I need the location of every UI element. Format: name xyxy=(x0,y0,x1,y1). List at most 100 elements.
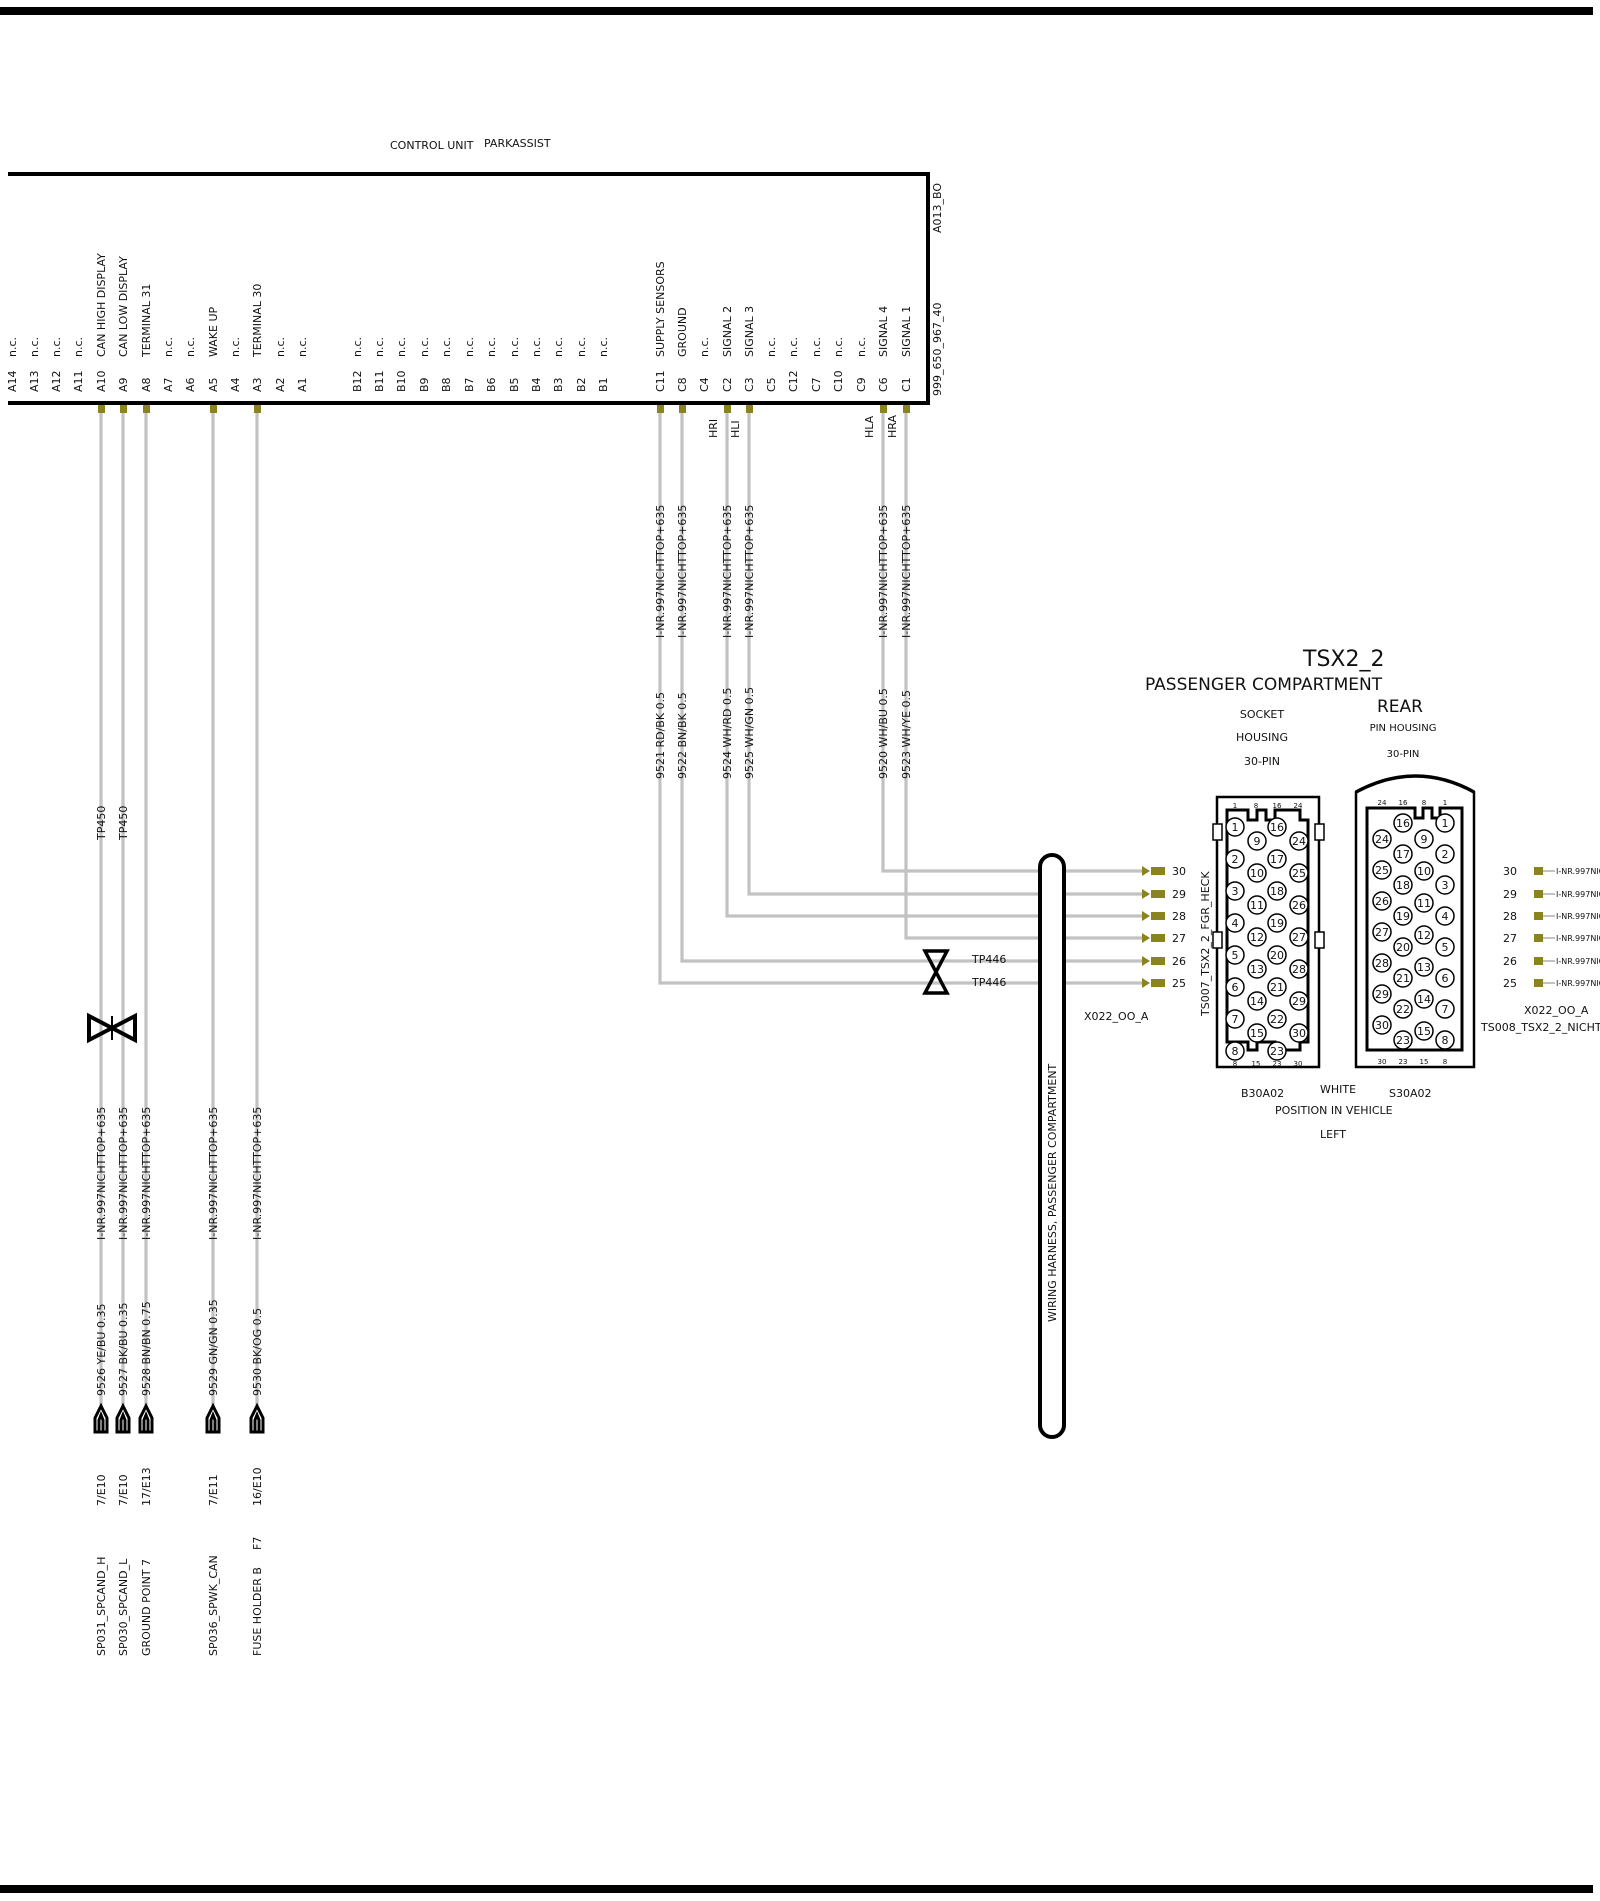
left-wire-ref: 7/E11 xyxy=(207,1474,220,1506)
left-wire-dest: SP031_SPCAND_H xyxy=(95,1557,108,1656)
housing-pin-circle xyxy=(1393,937,1413,957)
pin-pad xyxy=(1151,957,1165,965)
connector-pos: LEFT xyxy=(1320,1128,1346,1141)
connector-pin-number-right: 26 xyxy=(1503,955,1517,968)
housing-top-number: 24 xyxy=(1378,799,1387,807)
left-wire-name: 9530 BK/OG 0.5 xyxy=(251,1308,264,1396)
right-wire-name: 9520 WH/BU 0.5 xyxy=(877,688,890,779)
socket-pin-number: 18 xyxy=(1270,885,1284,898)
pin-code: B7 xyxy=(463,377,476,392)
pin-function: n.c. xyxy=(440,337,453,357)
pin-code: C11 xyxy=(654,370,667,392)
pin-code: C5 xyxy=(765,377,778,392)
pin-function: SIGNAL 2 xyxy=(721,306,734,357)
housing-pin-number: 3 xyxy=(1442,879,1449,892)
housing-pin-number: 27 xyxy=(1375,926,1389,939)
ecu-box xyxy=(8,172,930,405)
pin-code: A5 xyxy=(207,377,220,392)
housing-pin-number: 25 xyxy=(1375,864,1389,877)
right-wire-inr: I-NR.997NICHTTOP+635 xyxy=(676,505,689,638)
right-wire-name: 9523 WH/YE 0.5 xyxy=(900,690,913,779)
socket-pin-number: 16 xyxy=(1270,821,1284,834)
tp446-label: TP446 xyxy=(971,976,1006,989)
pin-pad xyxy=(210,405,217,413)
pin-code: C6 xyxy=(877,377,890,392)
right-wire-line xyxy=(725,413,1148,918)
connector-right-inr: I-NR.997NICHT xyxy=(1556,979,1600,988)
pin-code: B6 xyxy=(485,377,498,392)
pin-code: A14 xyxy=(6,370,19,392)
housing-pin-circle xyxy=(1372,1015,1392,1035)
socket-pin-circle xyxy=(1267,1041,1287,1061)
housing-pin-number: 22 xyxy=(1396,1003,1410,1016)
housing-pin-circle xyxy=(1414,861,1434,881)
pin-code: B2 xyxy=(575,377,588,392)
harness-bar xyxy=(1038,853,1066,1439)
socket-pin-circle xyxy=(1289,927,1309,947)
pin-function: SIGNAL 4 xyxy=(877,306,890,357)
pin-pad xyxy=(1151,890,1165,898)
ecu-partno: 999_650_967_40 xyxy=(931,303,944,396)
pin-code: A4 xyxy=(229,377,242,392)
pin-function: n.c. xyxy=(787,337,800,357)
pin-arrow-icon xyxy=(1142,978,1150,988)
left-wire-dest: FUSE HOLDER B xyxy=(251,1567,264,1656)
pin-code: B9 xyxy=(418,377,431,392)
housing-pin-number: 23 xyxy=(1396,1034,1410,1047)
socket-pin-number: 19 xyxy=(1270,917,1284,930)
housing-pin-circle xyxy=(1435,844,1455,864)
terminal-icon xyxy=(249,1402,265,1434)
housing-pin-circle xyxy=(1414,893,1434,913)
socket-pin-circle xyxy=(1225,977,1245,997)
pin-code: C2 xyxy=(721,377,734,392)
pin-code: C10 xyxy=(832,370,845,392)
pin-code: C7 xyxy=(810,377,823,392)
housing-bottom-number: 15 xyxy=(1420,1058,1429,1066)
ecu-subtitle: PARKASSIST xyxy=(484,137,551,150)
housing-pin-number: 29 xyxy=(1375,988,1389,1001)
pin-arrow-icon xyxy=(1142,866,1150,876)
left-wire-name: 9528 BN/BN 0.75 xyxy=(140,1301,153,1396)
top-border xyxy=(0,7,1593,15)
pin-housing-dome xyxy=(1355,774,1475,794)
terminal-icon xyxy=(138,1402,154,1434)
housing-pin-number: 28 xyxy=(1375,957,1389,970)
pin-function: n.c. xyxy=(463,337,476,357)
connector-ts-left: TS007_TSX2_2_FGR_HECK xyxy=(1199,871,1212,1017)
socket-label-3: 30-PIN xyxy=(1244,755,1280,768)
housing-pin-number: 18 xyxy=(1396,879,1410,892)
pin-code: B1 xyxy=(597,377,610,392)
housing-pin-number: 15 xyxy=(1417,1025,1431,1038)
pin-code: C4 xyxy=(698,377,711,392)
pin-code: B3 xyxy=(552,377,565,392)
housing-pin-number: 16 xyxy=(1396,817,1410,830)
right-wire-signal-label: HLI xyxy=(729,420,742,438)
terminal-icon xyxy=(93,1402,109,1434)
right-wire-signal-label: HLA xyxy=(863,415,876,438)
housing-pin-circle xyxy=(1372,829,1392,849)
housing-pin-number: 12 xyxy=(1417,929,1431,942)
housing-pin-number: 6 xyxy=(1442,972,1449,985)
socket-latch xyxy=(1314,823,1325,841)
right-wire-name: 9524 WH/RD 0.5 xyxy=(721,688,734,779)
left-wire-ref: 7/E10 xyxy=(117,1474,130,1506)
pin-code: B12 xyxy=(351,370,364,392)
twisted-pair-icon xyxy=(87,1012,137,1044)
pin-function: n.c. xyxy=(351,337,364,357)
socket-pin-number: 23 xyxy=(1270,1045,1284,1058)
socket-pin-circle xyxy=(1267,849,1287,869)
right-wire-line xyxy=(904,413,1148,940)
socket-pin-number: 28 xyxy=(1292,963,1306,976)
socket-pin-number: 11 xyxy=(1250,899,1264,912)
pin-pad xyxy=(1534,867,1543,875)
socket-latch xyxy=(1212,823,1223,841)
pin-housing-inner xyxy=(1365,806,1464,1052)
housing-pin-circle xyxy=(1414,925,1434,945)
pin-pad xyxy=(120,405,127,413)
housing-bottom-number: 8 xyxy=(1443,1058,1447,1066)
housing-pin-number: 26 xyxy=(1375,895,1389,908)
housing-bottom-number: 30 xyxy=(1378,1058,1387,1066)
socket-pin-number: 27 xyxy=(1292,931,1306,944)
connector-x-right: X022_OO_A xyxy=(1524,1004,1589,1017)
